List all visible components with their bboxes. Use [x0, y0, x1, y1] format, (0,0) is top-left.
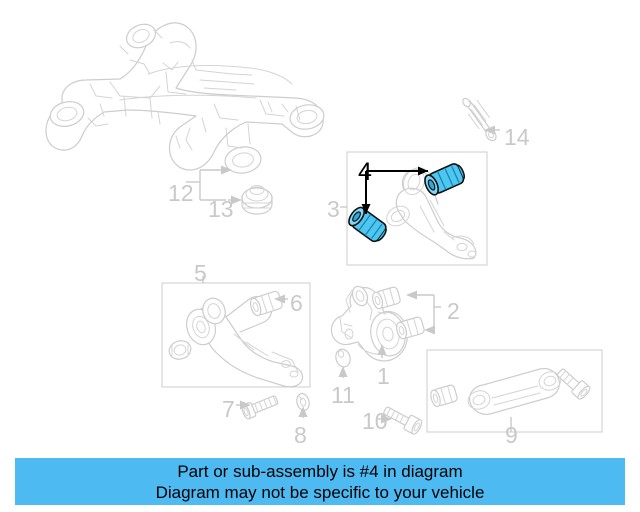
callout-label-14[interactable]: 14 — [504, 124, 530, 150]
lateral-link — [430, 367, 591, 415]
notice-line-2: Diagram may not be specific to your vehi… — [155, 482, 485, 502]
long-bolt — [462, 97, 497, 142]
upper-arm-bushing-outer — [424, 163, 465, 196]
rear-subframe-crossmember — [45, 22, 325, 174]
callout-label-7[interactable]: 7 — [222, 396, 235, 422]
lower-arm-bushing — [249, 290, 283, 317]
lateral-link-box — [426, 349, 603, 433]
knuckle-bushing-lower — [396, 316, 425, 340]
callout-label-8[interactable]: 8 — [294, 422, 307, 448]
callout-label-10[interactable]: 10 — [362, 408, 388, 434]
knuckle-bolt — [383, 406, 423, 435]
lower-control-arm-box — [161, 282, 311, 388]
callout-label-5[interactable]: 5 — [194, 260, 207, 286]
callout-label-12[interactable]: 12 — [168, 180, 194, 206]
callout-label-4[interactable]: 4 — [358, 158, 372, 186]
callout-label-2[interactable]: 2 — [447, 298, 460, 324]
subframe-bushing — [241, 185, 273, 215]
upper-arm-bushing-inner — [348, 206, 387, 243]
washer — [296, 393, 310, 411]
callout-label-9[interactable]: 9 — [505, 422, 518, 448]
callout-leaders — [186, 125, 512, 432]
callout-label-1[interactable]: 1 — [377, 363, 390, 389]
knuckle-bushing-upper — [372, 286, 401, 310]
notice-banner: Part or sub-assembly is #4 in diagram Di… — [15, 458, 625, 505]
callout-4-leader — [361, 166, 428, 214]
callout-label-11[interactable]: 11 — [331, 382, 355, 408]
upper-control-arm-box — [346, 151, 488, 266]
small-cap — [335, 348, 351, 368]
callout-label-6[interactable]: 6 — [290, 290, 303, 316]
callout-label-3[interactable]: 3 — [327, 196, 340, 222]
callout-label-13[interactable]: 13 — [208, 196, 234, 222]
lower-control-arm — [168, 295, 304, 388]
notice-line-1: Part or sub-assembly is #4 in diagram — [177, 461, 463, 481]
